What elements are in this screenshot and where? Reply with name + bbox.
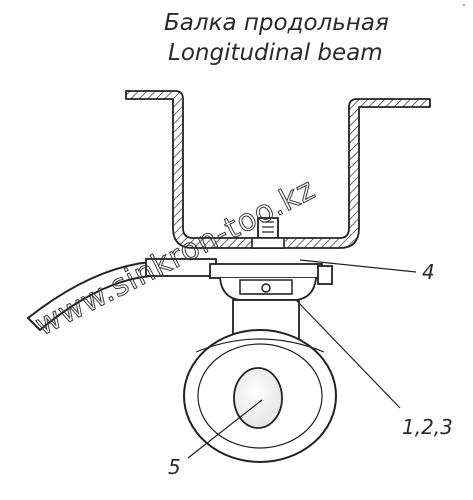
mounting-bolt [251,217,285,249]
callout-parts-1-2-3: 1,2,3 [402,415,453,439]
hinge-assembly [219,277,317,301]
lamp-cable [27,261,151,331]
lamp-bulb [233,367,283,429]
leader-line-4 [299,259,417,273]
callout-part-4: 4 [422,260,435,284]
title-english: Longitudinal beam [168,40,383,66]
lamp-bracket [145,258,333,285]
callout-part-5: 5 [168,455,181,479]
longitudinal-beam [125,90,431,249]
corner-mark: - [462,0,466,11]
leader-lines [187,259,417,459]
title-russian: Балка продольная [164,10,389,36]
leader-line-5 [187,399,263,459]
leader-line-1-2-3 [295,299,401,409]
